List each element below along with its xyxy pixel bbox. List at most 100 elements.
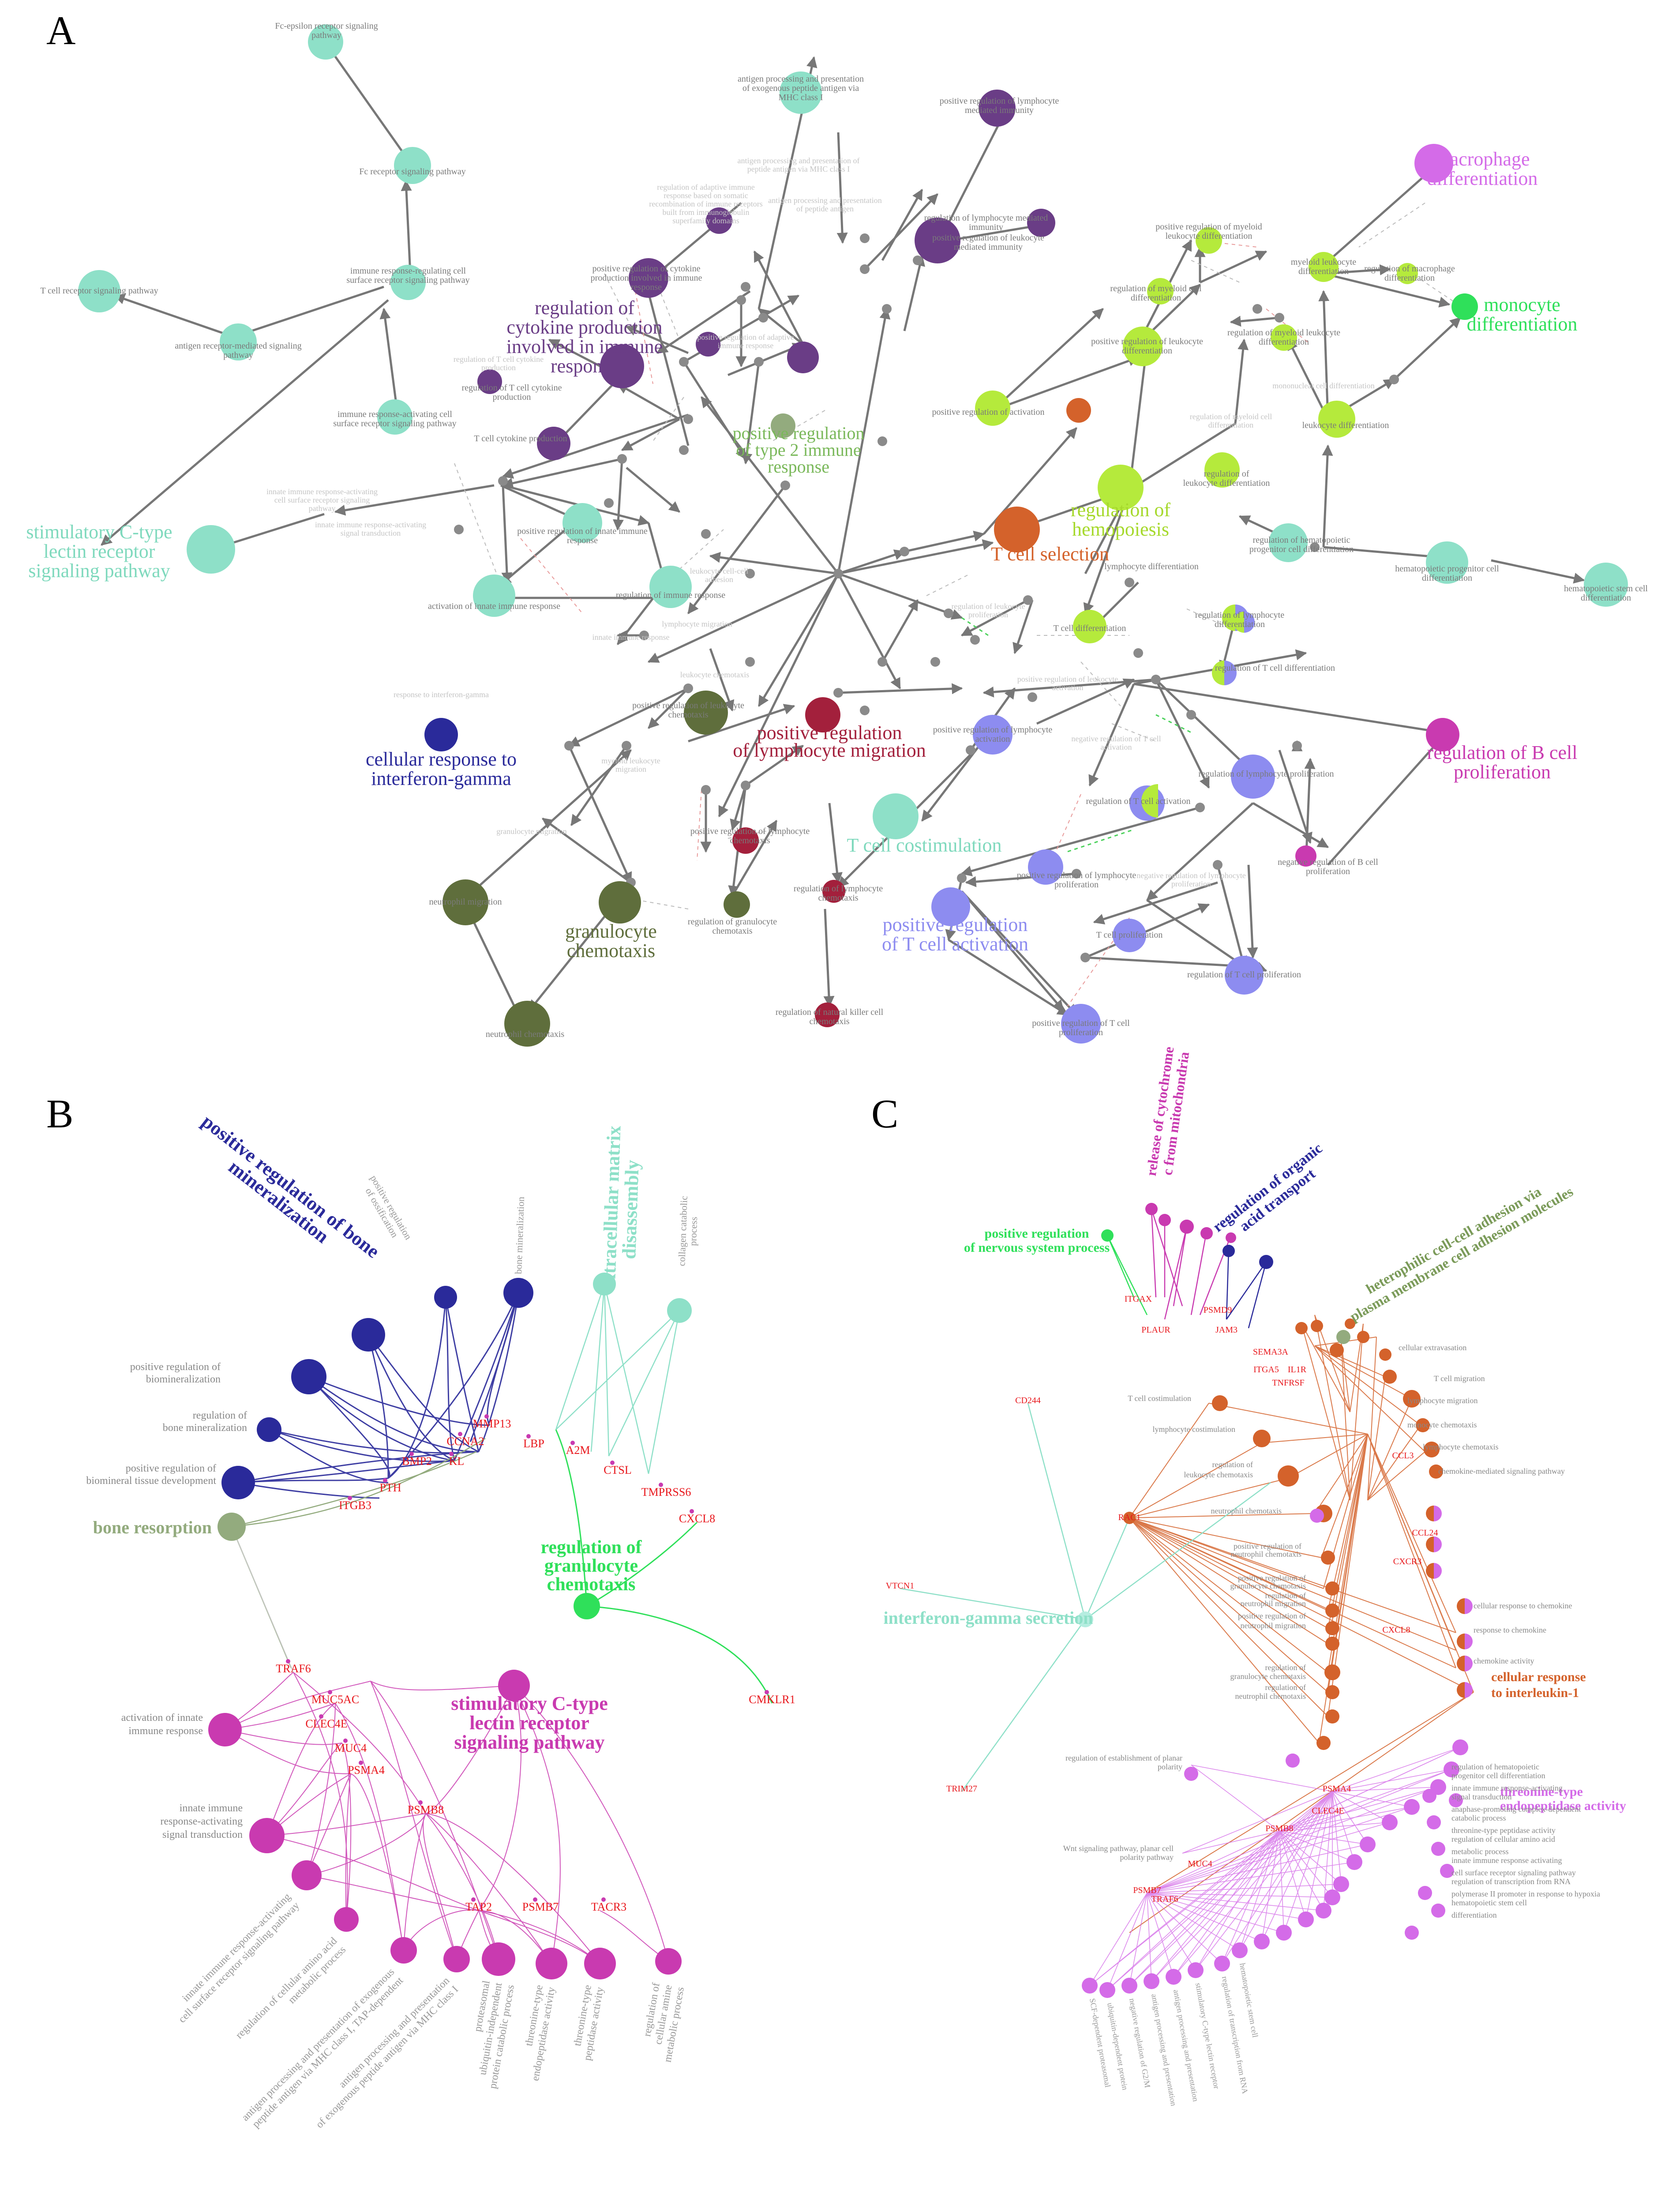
- hub-node: [1028, 692, 1037, 702]
- panel-letter-c: C: [871, 1091, 898, 1136]
- gene-dot-a2m: [570, 1441, 575, 1445]
- c-orange-node: [1325, 1581, 1339, 1596]
- split-node-reg-t-act: [1141, 784, 1158, 818]
- label-b-bone-min: positive regulation of bonemineralizatio…: [186, 1110, 384, 1277]
- panel-a-nodes: [78, 24, 1628, 1047]
- hub-node: [944, 608, 953, 618]
- c-violet-node: [1452, 1739, 1468, 1755]
- green-dashed-edge: [961, 617, 989, 636]
- hub-node: [1389, 375, 1399, 384]
- label-c-right: chemokine activity: [1474, 1656, 1534, 1665]
- c-orange-node: [1383, 1370, 1397, 1384]
- gene-dot-lbp: [526, 1434, 531, 1438]
- hub-node: [683, 414, 693, 424]
- gene-lbp: LBP: [523, 1437, 544, 1450]
- node-b-bone-min-pos: [352, 1318, 385, 1352]
- gene-dot-kl: [449, 1452, 454, 1456]
- hub-node: [878, 436, 887, 446]
- gene-c-plaur: PLAUR: [1141, 1325, 1170, 1335]
- node-pos-t-activation: [931, 887, 970, 926]
- node-myeloid-leu: [1309, 252, 1339, 282]
- c-ifng-node: [1077, 1611, 1093, 1627]
- c-top-node: [1336, 1330, 1350, 1344]
- c-orange-node: [1345, 1318, 1355, 1329]
- label-f12: leukocyte chemotaxis: [680, 670, 749, 679]
- gene-clec4e: CLEC4E: [305, 1717, 347, 1730]
- node-b-bot1: [292, 1860, 322, 1890]
- node-hem-stem: [1584, 563, 1628, 607]
- label-c-right: cellular response to chemokine: [1474, 1601, 1572, 1610]
- node-leu-diff: [1318, 401, 1355, 438]
- c-violet-node: [1276, 1925, 1292, 1941]
- node-regulation-immune: [649, 566, 692, 608]
- node-b-collagen: [667, 1298, 692, 1323]
- gene-dot-psma4: [359, 1761, 363, 1765]
- label-c-left: granulocyte chemotaxis: [1230, 1581, 1306, 1590]
- node-reg-cytokine-immune: [600, 344, 644, 388]
- node-b-ecm: [593, 1273, 616, 1296]
- gene-c-clec4e: CLEC4E: [1312, 1806, 1344, 1816]
- c-top-node: [1123, 1512, 1136, 1524]
- c-orange-node: [1324, 1664, 1340, 1680]
- c-violet-node: [1232, 1942, 1248, 1958]
- node-reg-hematopoietic: [1269, 523, 1308, 562]
- gene-dot-cxcl8: [690, 1509, 694, 1513]
- c-violet-node: [1382, 1814, 1398, 1830]
- label-c-left: regulation of: [1265, 1683, 1306, 1692]
- node-reg-nk: [815, 1003, 840, 1027]
- c-split-node: [1426, 1506, 1442, 1521]
- node-b-pos-biomineral-tissue: [221, 1466, 255, 1499]
- hub-node: [957, 873, 967, 883]
- c-orange-node: [1325, 1621, 1339, 1635]
- label-fcrec: Fc receptor signaling pathway: [359, 167, 466, 176]
- hub-node: [878, 657, 887, 667]
- c-orange-node: [1424, 1442, 1440, 1457]
- node-b-pos-biomineralization: [291, 1359, 326, 1394]
- node-hem-progenitor: [1426, 541, 1468, 584]
- node-myeloid-cell: [1147, 278, 1174, 304]
- gene-mmp13: MMP13: [473, 1417, 511, 1430]
- gene-cmklr1: CMKLR1: [749, 1693, 795, 1706]
- gene-dot-pth: [383, 1478, 387, 1483]
- label-c-right: response to chemokine: [1474, 1626, 1546, 1634]
- c-top-node: [1226, 1232, 1236, 1243]
- node-b-activation-innate: [208, 1713, 242, 1746]
- hub-node: [758, 313, 768, 323]
- c-top-node: [1259, 1255, 1273, 1269]
- gene-dot-bmp2: [409, 1452, 414, 1456]
- node-antigen-receptor: [220, 323, 257, 360]
- label-c-left: lymphocyte costimulation: [1153, 1425, 1235, 1434]
- gene-c-itgax: ITGAX: [1125, 1294, 1152, 1304]
- hub-node: [679, 445, 689, 455]
- node-t-diff: [1073, 610, 1106, 643]
- panel-b-blue-edges: [238, 1292, 519, 1499]
- gene-a2m: A2M: [566, 1444, 590, 1457]
- node-pos-leu-mediated: [915, 218, 960, 263]
- label-b-bot5: proteasomalubiquitin-independentprotein …: [463, 1979, 517, 2090]
- node-pos-leu-diff: [1123, 327, 1162, 366]
- node-pos-adaptive: [696, 332, 720, 357]
- node-t-cytokine: [537, 427, 570, 460]
- label-b-bot8: regulation ofcellular aminemetabolic pro…: [638, 1982, 686, 2063]
- label-b-collagen: collagen catabolicprocess: [676, 1195, 700, 1266]
- label-leudiff: leukocyte differentiation: [1302, 421, 1389, 430]
- label-reglymprol: regulation of lymphocyte proliferation: [1198, 769, 1334, 779]
- label-actinn: activation of innate immune response: [428, 601, 560, 611]
- label-tdiff: T cell differentiation: [1054, 623, 1126, 633]
- gene-bmp2: BMP2: [402, 1455, 432, 1468]
